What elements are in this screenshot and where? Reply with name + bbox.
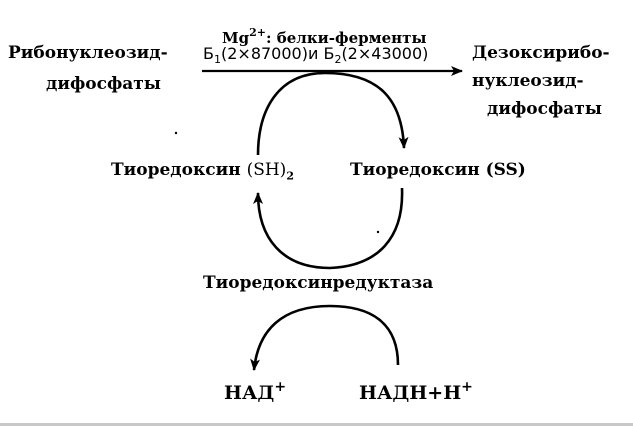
subunit-b2: Б bbox=[323, 44, 335, 63]
speck-mark bbox=[376, 230, 380, 234]
nadh-label: НАДН+Н+ bbox=[359, 380, 473, 403]
nad-text: НАД bbox=[224, 382, 275, 404]
nad-cycle-left-arrow bbox=[250, 304, 331, 371]
cofactor-label: Mg2+: белки-ферменты bbox=[222, 27, 426, 46]
thioredoxin-reduced-label: Тиоредоксин (SH)2 bbox=[111, 160, 294, 183]
lower-cycle-right-arc bbox=[329, 187, 404, 270]
speck-mark bbox=[174, 131, 178, 135]
thioredoxin-oxidized-label: Тиоредоксин (SS) bbox=[350, 160, 526, 180]
bottom-border bbox=[0, 423, 633, 426]
subunit-b1-mass: (2×87000) bbox=[220, 44, 308, 63]
thioredoxin-reduced-group: (SH) bbox=[246, 160, 287, 180]
nad-label: НАД+ bbox=[224, 380, 286, 403]
subunit-b1: Б bbox=[203, 44, 214, 63]
nadh-text: НАДН+Н bbox=[359, 382, 462, 404]
upper-cycle-right-arrow bbox=[324, 71, 409, 149]
subunit-b2-mass: (2×43000) bbox=[341, 44, 429, 63]
nad-charge: + bbox=[274, 379, 287, 395]
subunit-conjunction: и bbox=[307, 44, 319, 63]
lower-cycle-left-arrow bbox=[253, 192, 331, 270]
substrate-line-1: Рибонуклеозид- bbox=[8, 43, 168, 63]
subunit-b2-index: 2 bbox=[334, 53, 342, 67]
upper-cycle-left-arc bbox=[256, 71, 326, 156]
substrate-line-2: дифосфаты bbox=[46, 74, 161, 94]
magnesium-charge: 2+ bbox=[249, 26, 266, 39]
nad-cycle-right-arc bbox=[329, 304, 400, 366]
magnesium-ion: Mg bbox=[222, 29, 250, 47]
thioredoxin-reduced-name: Тиоредоксин bbox=[111, 160, 247, 180]
nadh-charge: + bbox=[461, 379, 473, 395]
thioredoxin-reduced-index: 2 bbox=[286, 169, 294, 183]
subunit-b1-index: 1 bbox=[213, 53, 221, 67]
enzyme-subunits-label: Б1(2×87000)и Б2(2×43000) bbox=[203, 44, 429, 67]
thioredoxin-reductase-label: Тиоредоксинредуктаза bbox=[203, 273, 434, 293]
product-line-2: нуклеозид- bbox=[472, 71, 584, 91]
cofactor-suffix: : белки-ферменты bbox=[265, 29, 427, 47]
product-line-3: дифосфаты bbox=[487, 99, 602, 119]
product-line-1: Дезоксирибо- bbox=[472, 43, 610, 63]
